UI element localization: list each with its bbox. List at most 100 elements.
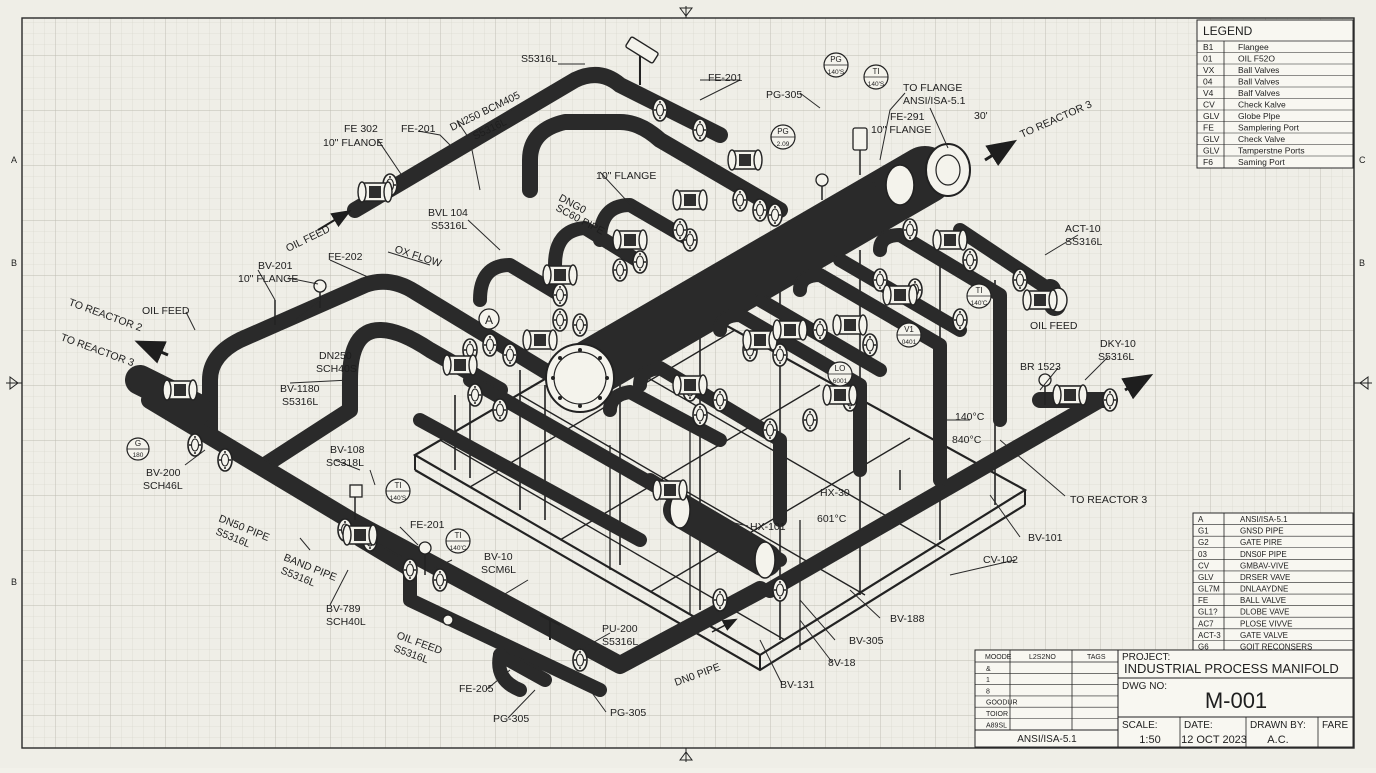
callout: BVL 104 — [428, 207, 468, 219]
callout: PG-305 — [610, 707, 646, 719]
legend-code: F6 — [1203, 157, 1213, 167]
legend-desc: Saming Port — [1238, 157, 1285, 167]
legend-desc: DNS0F PIPE — [1240, 550, 1287, 559]
callout: BR 1523 — [1020, 361, 1061, 373]
callout: HX-30 — [820, 487, 850, 499]
rev-cell: 1 — [986, 677, 990, 684]
callout: BV-1180 — [280, 383, 320, 395]
main-drum-flange — [545, 343, 615, 413]
fare-label: FARE — [1322, 720, 1348, 731]
legend-desc: Ball Valves — [1238, 65, 1279, 75]
legend-code: A — [1198, 515, 1204, 524]
callout: SS316L — [1065, 236, 1103, 248]
row-marker: B — [11, 258, 17, 268]
dwg-number: M-001 — [1205, 688, 1267, 713]
date-value: 12 OCT 2023 — [1181, 734, 1247, 746]
legend-code: G6 — [1198, 642, 1209, 651]
legend-code: AC7 — [1198, 619, 1214, 628]
callout: 10" FLANOE — [323, 137, 383, 149]
legend-desc: GATE VALVE — [1240, 631, 1288, 640]
callout: 140°C — [955, 411, 985, 423]
callout: BV-201 — [258, 260, 293, 272]
callout: BV-305 — [849, 635, 884, 647]
svg-text:140'S: 140'S — [390, 495, 407, 502]
callout: ANSI/ISA-5.1 — [903, 95, 966, 107]
legend-title: LEGEND — [1203, 24, 1253, 38]
project-label: PROJECT: — [1122, 652, 1170, 663]
legend-desc: BALL VALVE — [1240, 596, 1286, 605]
rev-cell: A89SL — [986, 722, 1007, 729]
legend-desc: ANSI/ISA-5.1 — [1240, 515, 1288, 524]
svg-text:140'S: 140'S — [828, 69, 845, 76]
row-marker: A — [11, 155, 17, 165]
pg-top-bubble: PG 140'S — [823, 52, 849, 78]
main-headers — [125, 67, 1118, 697]
svg-text:180: 180 — [133, 452, 144, 459]
svg-text:PG: PG — [830, 55, 842, 64]
callout: SCH40L — [326, 616, 366, 628]
callout: BV-789 — [326, 603, 361, 615]
legend-code: GLV — [1198, 573, 1214, 582]
legend-desc: Check Kalve — [1238, 100, 1286, 110]
legend-code: VX — [1203, 65, 1215, 75]
callout: HX-101 — [750, 521, 786, 533]
callout: BV-10 — [484, 551, 513, 563]
scale-value: 1:50 — [1139, 734, 1160, 746]
callout: OIL FEED — [142, 305, 190, 317]
node-a-bubble: A — [478, 308, 500, 330]
legend-code: ACT-3 — [1198, 631, 1221, 640]
legend-desc: Ball Valves — [1238, 77, 1279, 87]
callout: S5316L — [431, 220, 467, 232]
legend-desc: Tamperstne Ports — [1238, 146, 1305, 156]
scale-label: SCALE: — [1122, 720, 1158, 731]
svg-text:140'C: 140'C — [450, 545, 467, 552]
legend-desc: DLOBE VAVE — [1240, 608, 1290, 617]
callout: 8V-18 — [828, 657, 856, 669]
svg-text:140'C: 140'C — [971, 300, 988, 307]
callout: OIL FEED — [1030, 320, 1078, 332]
legend-code: B1 — [1203, 42, 1214, 52]
callout: S5316L — [1098, 351, 1134, 363]
legend-desc: DNLAAYDNE — [1240, 585, 1288, 594]
legend-desc: GOIT RECONSERS — [1240, 642, 1312, 651]
callout: 10" FLANGE — [871, 124, 931, 136]
svg-text:0401: 0401 — [902, 339, 917, 346]
dwg-label: DWG NO: — [1122, 681, 1167, 692]
legend-code: GL7M — [1198, 585, 1220, 594]
callout: 10" FLANGE — [596, 170, 656, 182]
project-name: INDUSTRIAL PROCESS MANIFOLD — [1124, 661, 1339, 676]
callout: S5316L — [602, 636, 638, 648]
legend-desc: OIL F52O — [1238, 54, 1275, 64]
rev-cell: TOIOR — [986, 711, 1008, 718]
rev-cell: & — [986, 666, 991, 673]
callout: PU-200 — [602, 623, 638, 635]
drawn-value: A.C. — [1267, 734, 1288, 746]
callout: BV-188 — [890, 613, 925, 625]
svg-text:TI: TI — [975, 286, 982, 295]
callout: CV-102 — [983, 554, 1018, 566]
valves — [162, 36, 1088, 640]
legend-code: 01 — [1203, 54, 1213, 64]
legend-desc: Flangee — [1238, 42, 1269, 52]
callout: 840°C — [952, 434, 982, 446]
legend-desc: Globe Plpe — [1238, 111, 1280, 121]
svg-text:A: A — [485, 313, 493, 327]
legend-code: V4 — [1203, 88, 1214, 98]
rev-cell: GOODUR — [986, 700, 1018, 707]
callout: FE-201 — [708, 72, 743, 84]
legend-desc: GATE PIRE — [1240, 538, 1282, 547]
legend-desc: Check Valve — [1238, 134, 1285, 144]
rev-header: L2S2NO — [1029, 654, 1056, 661]
callout: 601°C — [817, 513, 847, 525]
callout: S5316L — [521, 53, 557, 65]
legend-desc: GMBAV-VIVE — [1240, 561, 1289, 570]
legend-code: 04 — [1203, 77, 1213, 87]
